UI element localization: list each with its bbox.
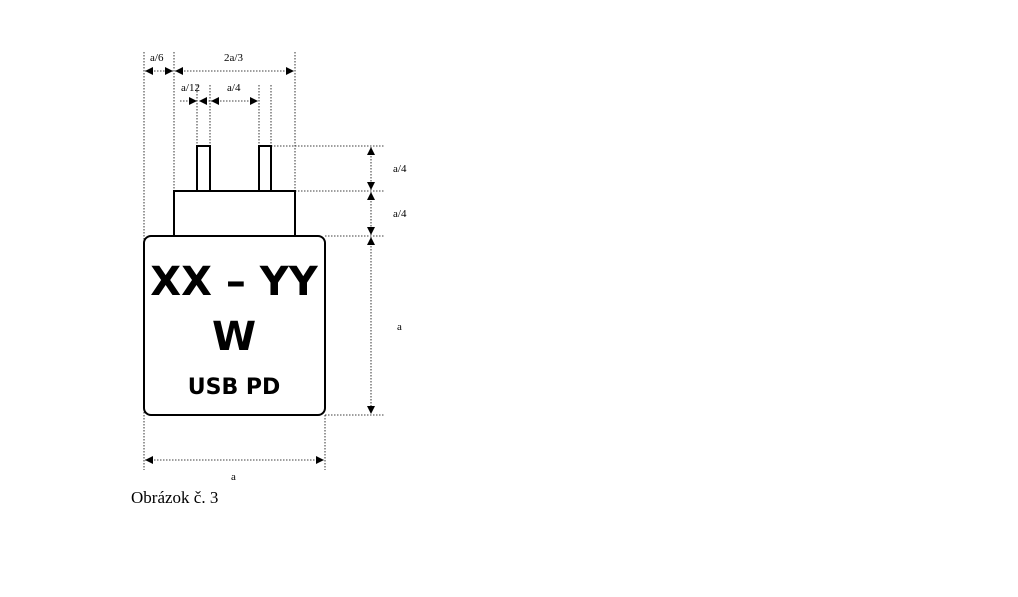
pin-left (196, 145, 211, 192)
label-power-range: XX – YY (150, 259, 318, 305)
dim-label-pin-height: a/4 (393, 163, 407, 175)
figure-caption: Obrázok č. 3 (131, 488, 219, 507)
dim-label-2a3: 2a/3 (224, 52, 243, 64)
dim-label-plug-height: a/4 (393, 208, 407, 220)
charger-body (143, 235, 326, 416)
dim-label-a4: a/4 (227, 82, 241, 94)
label-usb-pd: USB PD (188, 375, 281, 400)
dim-label-a12: a/12 (181, 82, 200, 94)
label-watt: W (212, 314, 256, 360)
dim-label-body-width: a (231, 471, 236, 483)
dim-label-a6: a/6 (150, 52, 164, 64)
dim-label-body-height: a (397, 321, 402, 333)
pin-right (258, 145, 272, 192)
plug-base (173, 190, 296, 237)
